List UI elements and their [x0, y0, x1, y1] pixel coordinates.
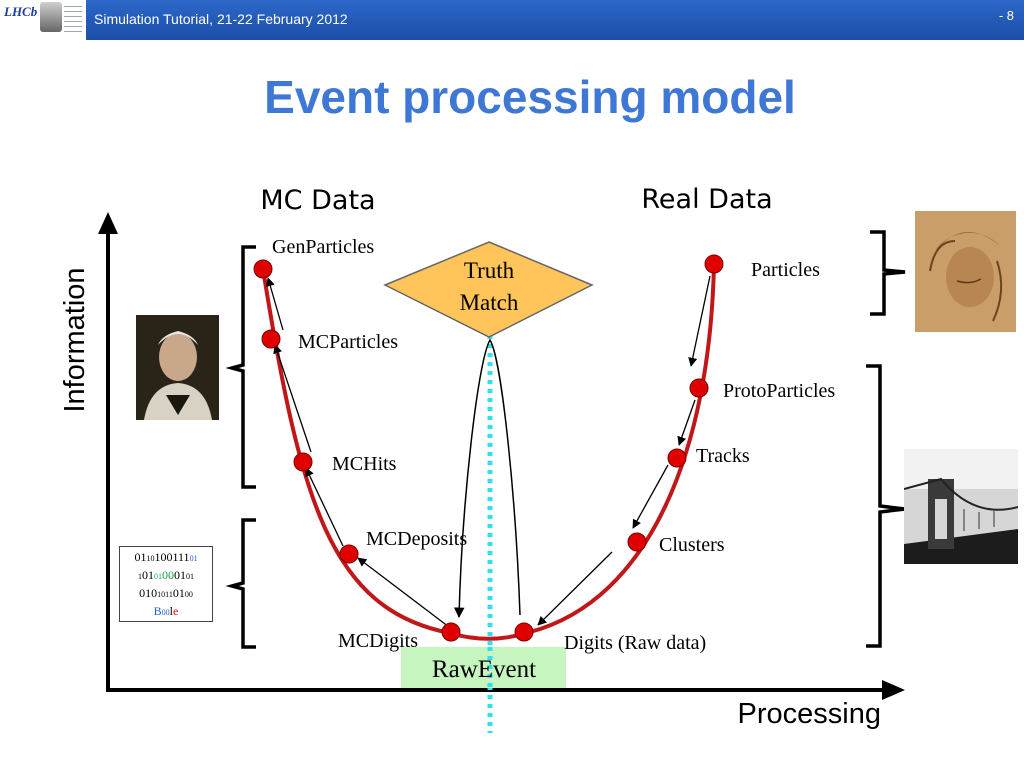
- arrow-hits-to-mcparticles: [273, 344, 312, 453]
- processing-curve: [261, 263, 716, 641]
- bracket-mc-upper: [225, 245, 256, 489]
- arrow-digits-to-deposits: [357, 557, 450, 628]
- y-axis-arrowhead-icon: [98, 212, 118, 234]
- bridge-photo-image: [904, 449, 1018, 564]
- sketch-portrait-image: [915, 211, 1016, 332]
- x-axis-arrowhead-icon: [882, 680, 905, 700]
- truth-match-diamond: [383, 241, 594, 338]
- bracket-real-upper: [870, 230, 906, 316]
- node-mcdeposits: [339, 544, 359, 564]
- arrow-tracks-to-clusters: [632, 464, 669, 529]
- logo-portrait-icon: [40, 2, 62, 32]
- real-data-label: Real Data: [641, 184, 772, 215]
- label-mcparticles: MCParticles: [298, 331, 398, 353]
- lhcb-logo-text: LHCb: [4, 4, 38, 19]
- scientist-portrait-image: [136, 315, 219, 420]
- bracket-mc-lower: [225, 518, 256, 649]
- node-mchits: [293, 452, 313, 472]
- truth-match-label-line1: Truth: [464, 258, 515, 283]
- node-particles: [704, 254, 724, 274]
- logo-text-lines-icon: [64, 6, 82, 32]
- header-title: Simulation Tutorial, 21-22 February 2012: [94, 11, 348, 27]
- binary-boole-box: 011010011101 10101000101 01010110100 B00…: [119, 546, 213, 622]
- label-particles: Particles: [751, 259, 820, 281]
- label-protoparticles: ProtoParticles: [723, 380, 835, 402]
- label-genparticles: GenParticles: [272, 236, 374, 258]
- arrow-particles-to-protoparticles: [688, 275, 711, 367]
- label-digits: Digits (Raw data): [564, 632, 706, 654]
- node-genparticles: [253, 259, 273, 279]
- arrow-clusters-to-digits: [537, 551, 613, 626]
- arrow-mcparticles-to-genparticles: [265, 277, 284, 331]
- label-mcdeposits: MCDeposits: [366, 528, 467, 550]
- node-mcdigits: [441, 622, 461, 642]
- y-axis-label: Information: [59, 267, 91, 412]
- binary-line-1: 011010011101: [134, 550, 198, 564]
- x-axis-label: Processing: [738, 698, 881, 730]
- mc-data-label: MC Data: [260, 185, 375, 216]
- label-mcdigits: MCDigits: [338, 630, 418, 652]
- binary-line-2: 10101000101: [138, 568, 194, 582]
- node-clusters: [627, 532, 647, 552]
- raw-event-label: RawEvent: [432, 656, 536, 683]
- binary-line-3: 01010110100: [139, 586, 193, 600]
- arrow-deposits-to-hits: [305, 467, 344, 547]
- label-clusters: Clusters: [659, 534, 725, 556]
- arrow-protoparticles-to-tracks: [677, 399, 696, 446]
- label-mchits: MCHits: [332, 453, 397, 475]
- truth-match-link: [453, 338, 521, 619]
- node-mcparticles: [261, 329, 281, 349]
- label-tracks: Tracks: [696, 445, 750, 467]
- truth-match-label-line2: Match: [460, 290, 519, 315]
- node-protoparticles: [689, 378, 709, 398]
- lhcb-logo: LHCb: [0, 0, 86, 40]
- page-number: - 8: [998, 8, 1014, 23]
- binary-line-4: B00le: [153, 604, 179, 618]
- node-digits: [514, 622, 534, 642]
- raw-event-box: [401, 647, 566, 688]
- header-bar: LHCb Simulation Tutorial, 21-22 February…: [0, 0, 1024, 40]
- node-tracks: [667, 448, 687, 468]
- bracket-real-lower: [866, 364, 906, 648]
- slide-title: Event processing model: [264, 71, 796, 123]
